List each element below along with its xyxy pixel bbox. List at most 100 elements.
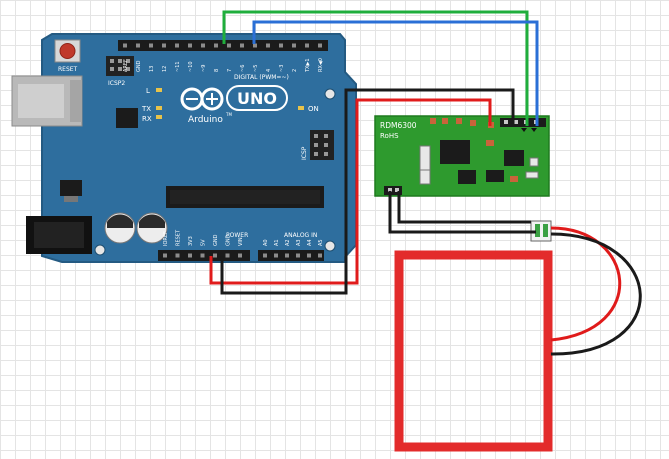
analog-pin bbox=[318, 253, 322, 258]
power-pin-label: RESET bbox=[176, 229, 182, 246]
digital-pin-label: ~11 bbox=[175, 61, 181, 72]
analog-pin-label-list: A0 A1 A2 A3 A4 A5 bbox=[263, 239, 324, 246]
digital-pin-label: TX▶1 bbox=[305, 58, 311, 73]
capacitor-2 bbox=[136, 212, 168, 244]
digital-pin-label: 7 bbox=[227, 69, 233, 72]
digital-pin-label: RX◀0 bbox=[318, 58, 324, 72]
power-pin-list bbox=[163, 253, 242, 258]
wire-green bbox=[222, 10, 529, 126]
antenna-lead-red bbox=[550, 226, 622, 342]
capacitor-1 bbox=[104, 212, 136, 244]
reset-label: RESET bbox=[58, 66, 78, 73]
rdm6300-module bbox=[374, 115, 550, 197]
arduino-logo-icon bbox=[180, 87, 224, 111]
analog-pin-list bbox=[263, 253, 322, 258]
digital-label: DIGITAL (PWM=~) bbox=[234, 74, 289, 81]
power-pin bbox=[163, 253, 167, 258]
digital-pin-label: ~9 bbox=[201, 65, 207, 72]
digital-pin-label: ~6 bbox=[240, 65, 246, 72]
l-led-label: L bbox=[146, 87, 150, 95]
digital-pin bbox=[227, 43, 231, 48]
antenna-connector bbox=[530, 220, 552, 242]
atmega-chip bbox=[166, 186, 324, 208]
icsp2-label: ICSP2 bbox=[108, 80, 125, 87]
digital-pin bbox=[214, 43, 218, 48]
icsp-label: ICSP bbox=[301, 146, 308, 160]
rx-led bbox=[156, 115, 162, 119]
digital-pin-label: 13 bbox=[149, 66, 155, 72]
digital-pin-label: AREF bbox=[123, 59, 129, 72]
analog-pin bbox=[296, 253, 300, 258]
power-pin bbox=[213, 253, 217, 258]
digital-pin-label: ~3 bbox=[279, 65, 285, 72]
digital-pin-label: 4 bbox=[266, 69, 272, 72]
digital-pin-label: 2 bbox=[292, 69, 298, 72]
analog-pin bbox=[274, 253, 278, 258]
analog-pin-label: A3 bbox=[296, 239, 302, 246]
analog-pin bbox=[307, 253, 311, 258]
power-pin bbox=[238, 253, 242, 258]
digital-pin bbox=[279, 43, 283, 48]
digital-pin bbox=[188, 43, 192, 48]
analog-header bbox=[258, 250, 324, 261]
power-pin-label: 5V bbox=[201, 239, 207, 246]
analog-pin bbox=[263, 253, 267, 258]
reset-button bbox=[54, 39, 81, 63]
tx-led-label: TX bbox=[141, 105, 151, 113]
analog-pin-label: A1 bbox=[274, 239, 280, 246]
icsp2-header bbox=[106, 56, 134, 76]
usb-chip bbox=[116, 108, 138, 128]
wire-blue bbox=[252, 20, 539, 126]
antenna-lead-black bbox=[550, 232, 642, 356]
trademark-label: TM bbox=[225, 112, 232, 117]
power-pin bbox=[225, 253, 230, 258]
digital-pin bbox=[136, 43, 140, 48]
analog-pin-label: A0 bbox=[263, 239, 269, 246]
wire-black bbox=[220, 88, 515, 295]
module-name-label: RDM6300 bbox=[380, 121, 417, 130]
digital-pin-label: 8 bbox=[214, 69, 220, 72]
power-pin bbox=[200, 253, 205, 258]
power-pin-label: VIN bbox=[238, 237, 244, 246]
wire-red bbox=[209, 98, 492, 285]
digital-pin bbox=[149, 43, 153, 48]
digital-pin-label: GND bbox=[136, 60, 142, 72]
digital-pin-label: ~10 bbox=[188, 61, 194, 72]
antenna-lead-black-module bbox=[388, 191, 536, 234]
l-led bbox=[156, 88, 162, 92]
rx-led-label: RX bbox=[142, 115, 152, 123]
antenna-coil bbox=[394, 250, 553, 452]
digital-header bbox=[118, 40, 328, 51]
antenna-lead-black-module-2 bbox=[397, 191, 531, 224]
digital-pin-label: ~5 bbox=[253, 65, 259, 72]
analog-pin bbox=[285, 253, 289, 258]
on-led bbox=[298, 106, 304, 110]
module-rohs-label: RoHS bbox=[380, 132, 399, 140]
power-pin-label: GND bbox=[213, 234, 219, 246]
power-jack bbox=[26, 216, 92, 254]
digital-pin-list bbox=[123, 43, 322, 48]
digital-pin-label-list: AREF GND 13 12 ~11 ~10 ~9 8 7 ~6 ~5 4 ~3 2 TX▶1 RX◀0 bbox=[123, 58, 324, 73]
tx-led bbox=[156, 106, 162, 110]
analog-pin-label: A5 bbox=[318, 239, 324, 246]
digital-pin bbox=[123, 43, 127, 48]
power-pin bbox=[175, 253, 180, 258]
arduino-brand-label: Arduino bbox=[188, 115, 223, 125]
digital-pin-label: 12 bbox=[162, 66, 168, 72]
power-pin-label: GND bbox=[226, 234, 232, 246]
icsp-header bbox=[310, 130, 334, 160]
digital-pin bbox=[201, 43, 205, 48]
digital-pin bbox=[305, 43, 309, 48]
digital-pin bbox=[318, 43, 322, 48]
on-led-label: ON bbox=[308, 105, 319, 113]
power-pin-label: 3V3 bbox=[188, 236, 194, 246]
digital-pin bbox=[266, 43, 270, 48]
digital-pin bbox=[162, 43, 166, 48]
analog-pin-label: A4 bbox=[307, 239, 313, 246]
analog-pin-label: A2 bbox=[285, 239, 291, 246]
digital-pin bbox=[292, 43, 296, 48]
uno-badge bbox=[226, 85, 288, 111]
usb-connector bbox=[11, 75, 83, 127]
